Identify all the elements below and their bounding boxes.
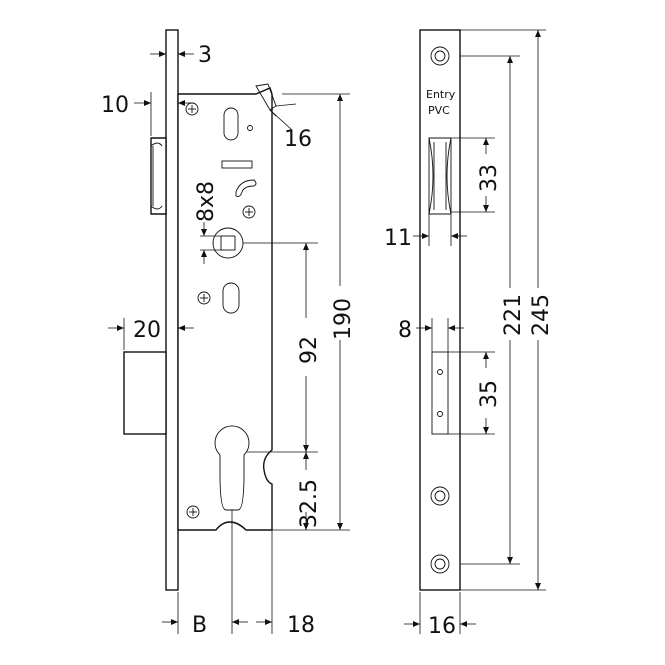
dim-centre-distance: 92: [297, 336, 322, 364]
dim-deadbolt-offset: 20: [133, 318, 161, 343]
latch-slot: [221, 160, 253, 169]
dim-backset: B: [192, 613, 207, 638]
dim-case-height: 190: [331, 298, 356, 340]
dim-side-offset: 11: [384, 226, 412, 251]
latch-bolt: [150, 137, 167, 215]
faceplate-screw-top-icon: [430, 46, 450, 66]
entry-label: Entry: [426, 88, 456, 101]
case-screw-bottom-icon: [186, 505, 200, 519]
dim-faceplate-length: 245: [529, 294, 554, 336]
dim-faceplate-thickness: 3: [198, 43, 212, 68]
faceplate: [419, 29, 461, 591]
dim-latch-projection: 16: [284, 127, 312, 152]
top-slot: [223, 107, 239, 141]
faceplate-view: Entry PVC 33 11: [384, 29, 554, 639]
dim-spindle: 8x8: [194, 181, 219, 222]
dim-cylinder-offset: 32.5: [297, 479, 322, 528]
deadbolt-opening: [431, 351, 449, 435]
dim-backset-offset: 10: [101, 93, 129, 118]
lower-slot: [222, 282, 240, 314]
dim-faceplate-width: 16: [428, 614, 456, 639]
cylinder-hole: [214, 425, 250, 511]
dim-latch-height: 33: [477, 164, 502, 192]
case-screw-low-icon: [197, 291, 211, 305]
material-label: PVC: [428, 104, 450, 117]
lock-case-view: 3 10 16 8x8 20 92 32.5: [101, 29, 356, 638]
dim-bolt-offset: 8: [398, 318, 412, 343]
forend-plate: [165, 29, 179, 591]
dim-bolt-height: 35: [477, 380, 502, 408]
case-body: [177, 87, 273, 531]
case-screw-top-icon: [185, 102, 199, 116]
deadbolt: [123, 351, 167, 435]
dim-case-bottom: 18: [287, 613, 315, 638]
faceplate-screw-mid-icon: [430, 486, 450, 506]
dim-screw-span: 221: [501, 294, 526, 336]
case-screw-mid-icon: [242, 205, 256, 219]
faceplate-screw-bottom-icon: [430, 554, 450, 574]
